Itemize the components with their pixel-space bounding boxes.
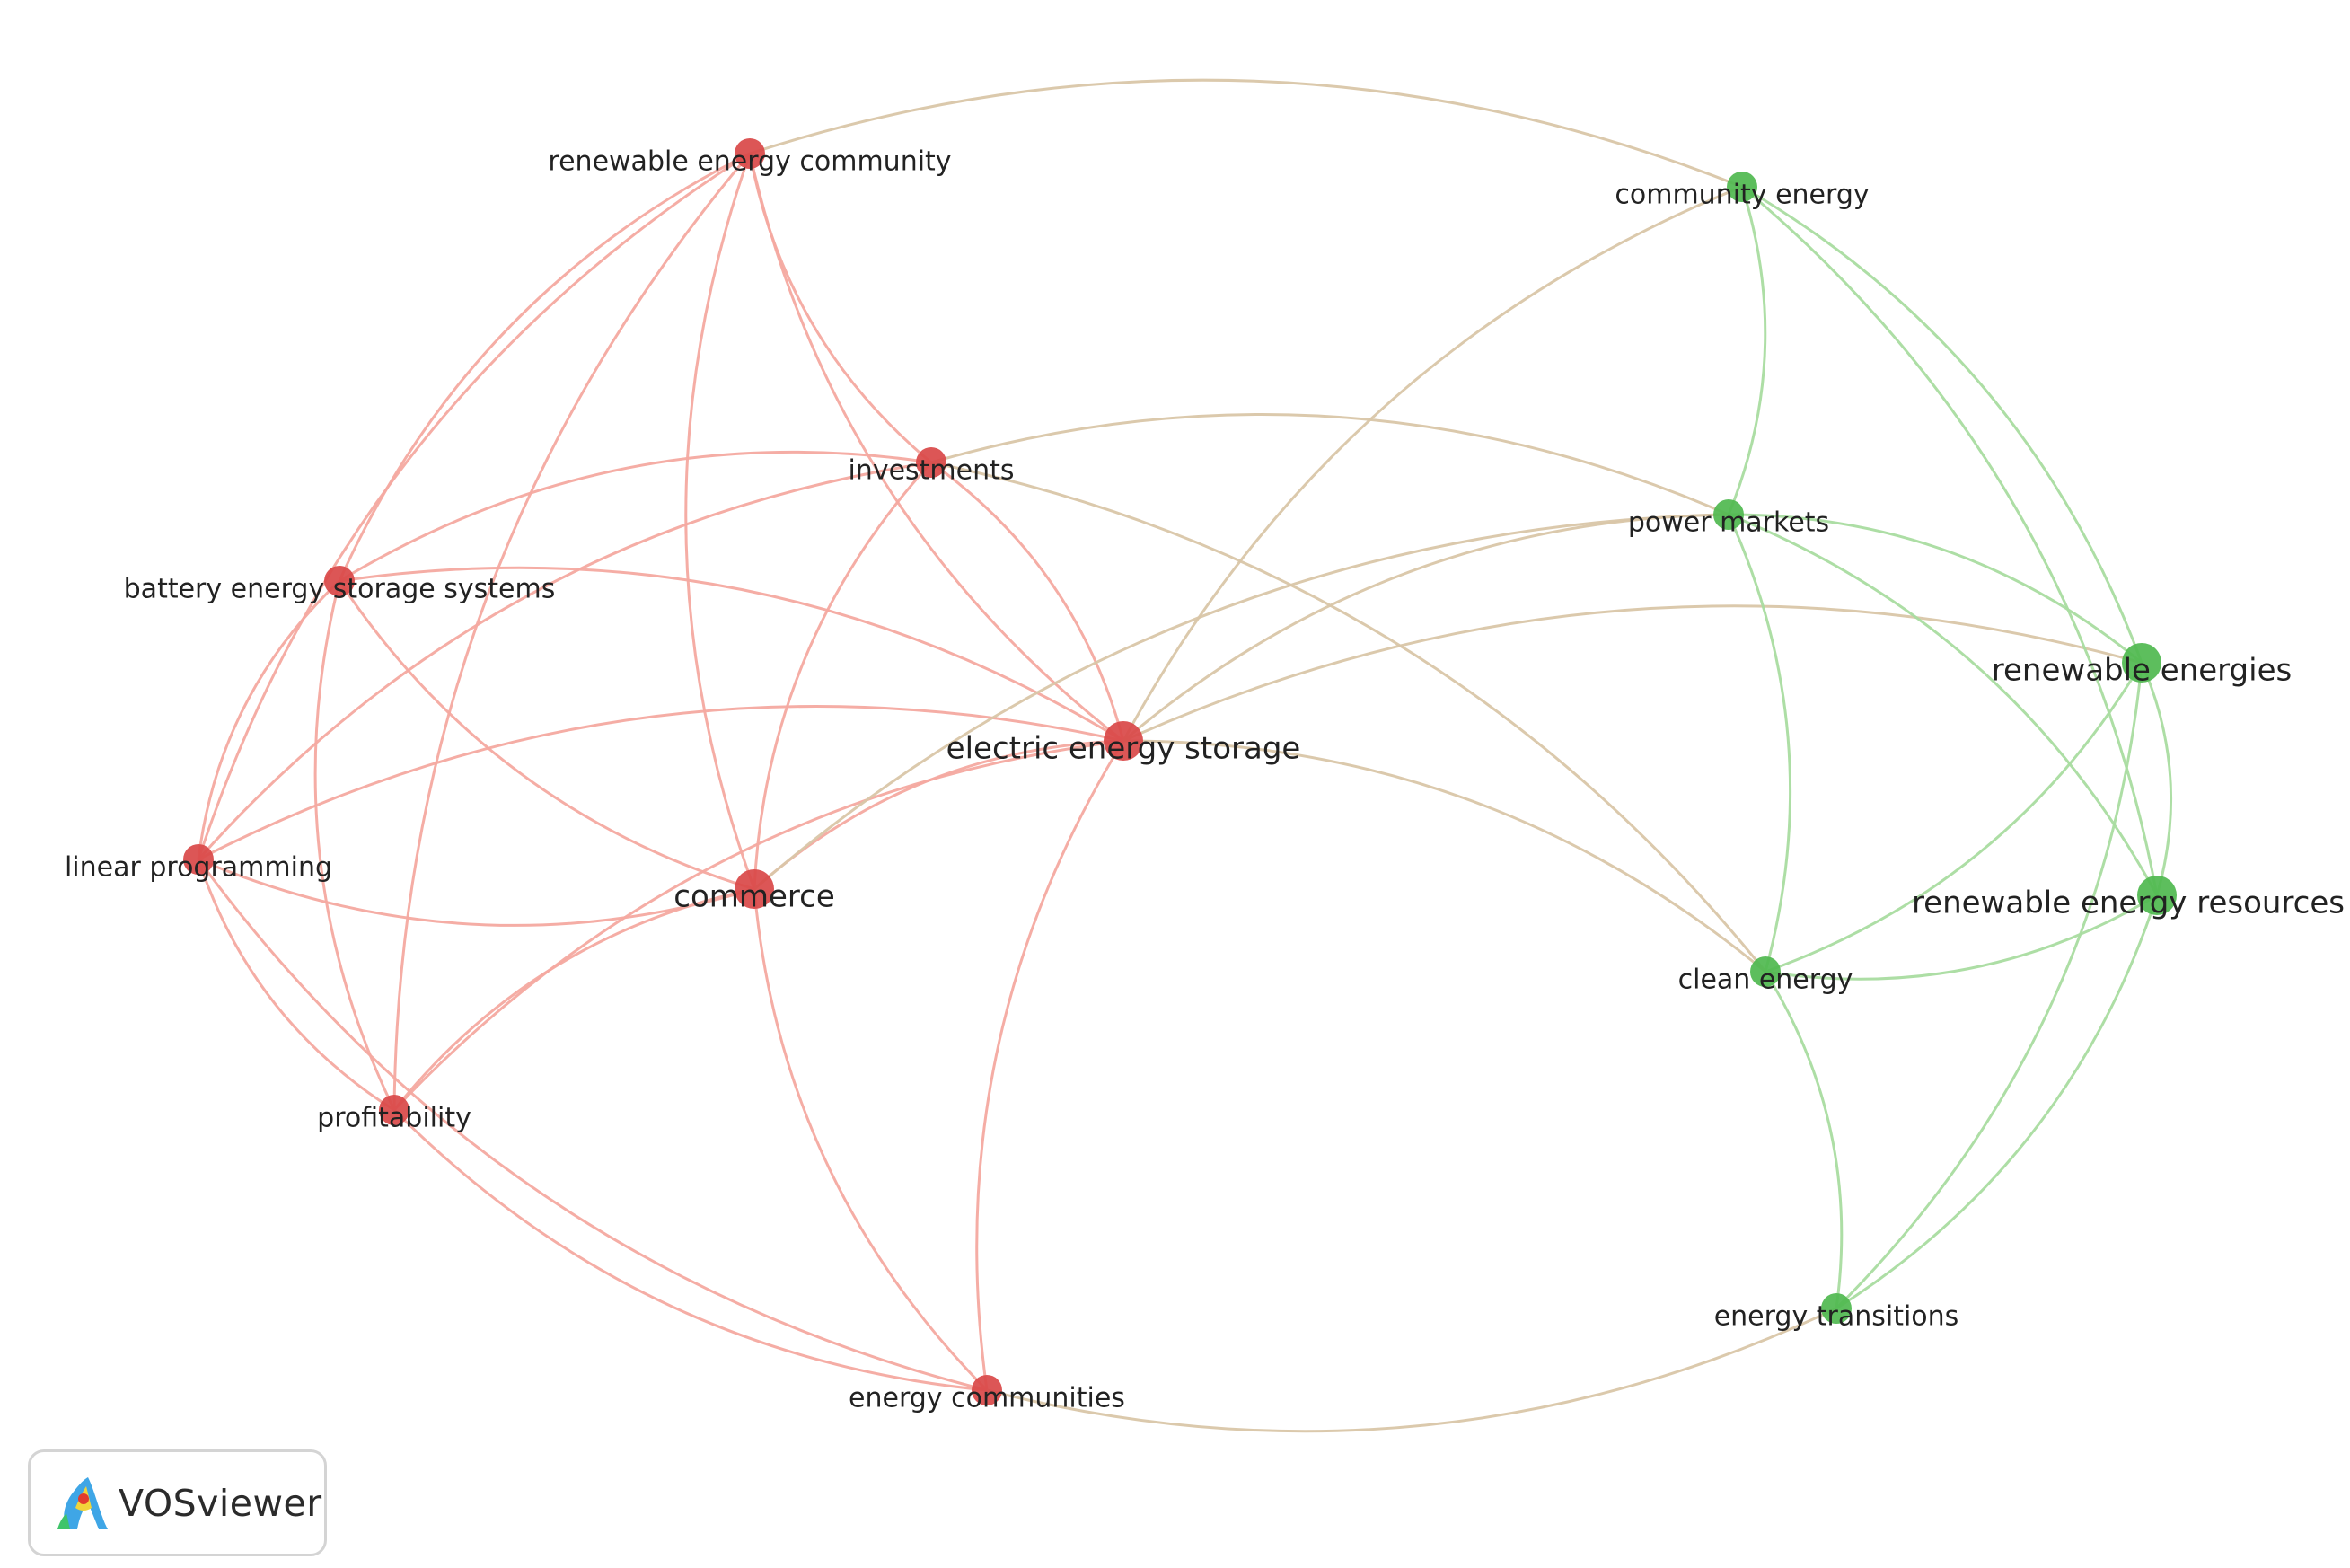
edge-inv-ees [930,461,1125,742]
edge-inv-cle [930,461,1767,973]
edge-ce-re [1741,185,2143,664]
node-lp[interactable] [183,844,214,875]
edge-ce-rer [1741,185,2159,896]
node-label-ce: community energy [1615,180,1869,211]
edge-inv-pm [930,412,1729,516]
node-ecom[interactable] [972,1375,1002,1405]
edge-rec-prof [392,153,752,1111]
node-inv[interactable] [916,447,946,478]
node-label-ees: electric energy storage [946,731,1301,767]
edge-lp-prof [197,859,395,1112]
edge-rec-ce [749,78,1743,189]
edge-com-prof [392,887,755,1111]
edge-ees-prof [392,739,1124,1112]
node-label-pm: power markets [1628,507,1829,539]
edge-rec-lp [197,152,751,860]
edge-pm-rer [1728,513,2159,896]
node-label-inv: investments [848,455,1014,487]
node-label-com: commerce [673,879,835,915]
edge-re-rer [2140,662,2173,896]
node-et[interactable] [1821,1293,1852,1324]
node-label-lp: linear programming [65,852,332,884]
vosviewer-logo-icon [57,1476,108,1529]
edge-ce-pm [1727,186,1767,515]
node-label-bess: battery energy storage systems [124,574,556,605]
edge-bess-ees [339,566,1124,743]
edge-cle-et [1764,971,1844,1309]
vosviewer-badge: VOSviewer [28,1449,327,1556]
node-prof[interactable] [379,1095,409,1125]
edge-bess-lp [197,579,341,860]
edge-pm-re [1728,513,2143,665]
node-label-re: renewable energies [1992,653,2292,689]
node-label-cle: clean energy [1678,965,1853,996]
vosviewer-label: VOSviewer [119,1481,322,1525]
edge-com-pm [753,513,1729,891]
node-cle[interactable] [1750,956,1781,987]
edge-layer [197,78,2173,1433]
edge-lp-ecom [197,859,988,1392]
edge-inv-bess [339,450,932,583]
edge-ees-ecom [975,740,1125,1391]
edge-inv-com [753,461,933,890]
edge-com-ecom [753,888,989,1392]
edge-ees-ce [1122,185,1743,742]
edge-ecom-et [986,1307,1837,1433]
node-label-et: energy transitions [1714,1301,1959,1333]
node-layer [183,138,2177,1405]
node-label-ecom: energy communities [849,1383,1125,1414]
edge-bess-prof [313,580,396,1111]
edge-rec-inv [748,153,932,464]
node-rer[interactable] [2137,876,2177,915]
edge-rec-bess [338,152,751,582]
edge-pm-cle [1727,514,1792,973]
edge-rec-com [684,153,756,890]
node-pm[interactable] [1713,499,1744,530]
edge-ees-lp [198,705,1124,861]
node-label-prof: profitability [317,1103,471,1134]
edge-inv-lp [197,461,932,860]
node-ees[interactable] [1104,721,1143,761]
edge-prof-ecom [392,1108,988,1392]
edge-bess-com [338,580,755,891]
node-rec[interactable] [735,138,765,169]
node-ce[interactable] [1727,172,1757,202]
edge-ees-cle [1122,739,1766,973]
node-label-rec: renewable energy community [548,146,951,178]
node-label-rer: renewable energy resources [1912,885,2345,921]
node-bess[interactable] [324,566,355,596]
edge-rec-ees [748,153,1124,743]
edge-lp-com [198,858,755,927]
edge-re-et [1835,662,2143,1310]
edge-ees-re [1122,604,2143,743]
node-com[interactable] [735,869,774,909]
edge-re-cle [1765,662,2143,973]
label-layer: renewable energy community investments bat… [65,146,2345,1414]
node-re[interactable] [2122,643,2161,683]
edge-rer-et [1835,894,2159,1310]
edge-rer-cle [1765,894,2158,981]
